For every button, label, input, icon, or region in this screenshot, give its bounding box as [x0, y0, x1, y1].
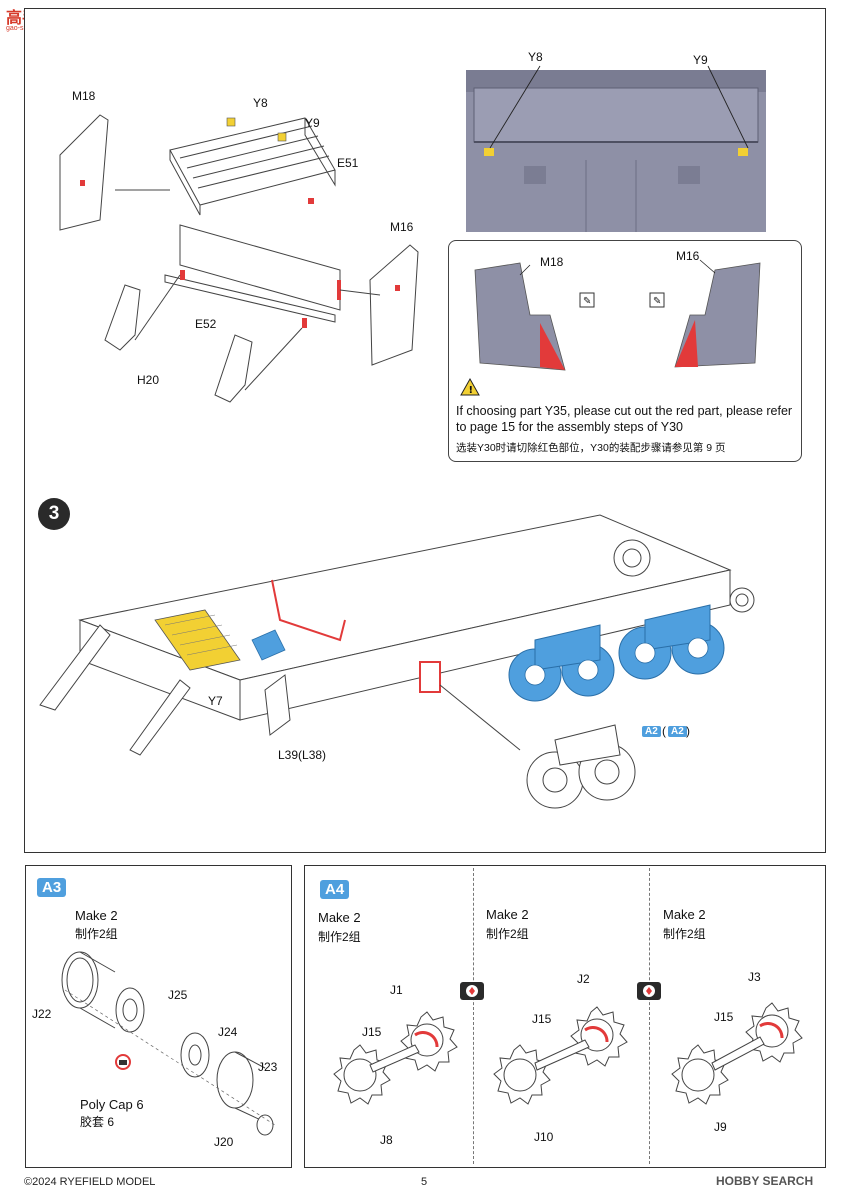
svg-text:✎: ✎ [583, 296, 591, 307]
label-j20: J20 [214, 1135, 234, 1149]
polycap-label-cn: 胶套 6 [80, 1115, 115, 1129]
alternative-icon [460, 982, 484, 1000]
footer-watermark: HOBBY SEARCH [716, 1174, 814, 1188]
warning-icon: ! [460, 377, 480, 396]
sprocket-drawing-3 [671, 1002, 803, 1105]
label-l39: L39(L38) [278, 748, 327, 762]
label-e52: E52 [195, 317, 217, 331]
footer-page-number: 5 [421, 1176, 428, 1188]
label-y9: Y9 [305, 116, 320, 130]
a4-col1-make-cn: 制作2组 [318, 930, 361, 944]
inset-render [466, 70, 766, 232]
svg-text:!: ! [469, 385, 474, 396]
a3-wheel-drawing [61, 951, 276, 1136]
red-mark [308, 198, 314, 204]
label-j2: J2 [577, 972, 590, 986]
label-j1: J1 [390, 983, 403, 997]
label-j15-1: J15 [362, 1025, 382, 1039]
label-j24: J24 [218, 1025, 238, 1039]
a4-col1-make-en: Make 2 [318, 910, 361, 925]
fender-assembly-drawing [59, 114, 419, 403]
paren-close: ) [686, 724, 690, 738]
red-mark [337, 280, 341, 300]
paren-open: ( [662, 724, 666, 738]
label-j22: J22 [32, 1007, 52, 1021]
label-e51: E51 [337, 156, 359, 170]
svg-text:✎: ✎ [653, 296, 661, 307]
label-y8: Y8 [253, 96, 268, 110]
label-j25: J25 [168, 988, 188, 1002]
label-j10: J10 [534, 1130, 554, 1144]
tag-a3: A3 [37, 878, 67, 897]
tag-a2-alt: A2 [668, 726, 687, 737]
a3-make-cn: 制作2组 [75, 927, 118, 941]
note-label-m16: M16 [676, 249, 700, 263]
sprocket-drawing-1 [333, 1011, 458, 1105]
a4-col2-make-en: Make 2 [486, 907, 529, 922]
note-text-chinese: 选装Y30时请切除红色部位，Y30的装配步骤请参见第 9 页 [456, 442, 726, 454]
tag-a2: A2 [642, 726, 661, 737]
tag-a4: A4 [320, 880, 350, 899]
polycap-label-en: Poly Cap 6 [80, 1097, 144, 1112]
step-number: 3 [38, 498, 70, 530]
sprocket-drawing-2 [493, 1006, 628, 1105]
inset-leader-lines [489, 65, 749, 149]
label-h20: H20 [137, 373, 160, 387]
label-j9: J9 [714, 1120, 727, 1134]
note-text-english: If choosing part Y35, please cut out the… [456, 404, 793, 434]
label-m18: M18 [72, 89, 96, 103]
inset-label-y9: Y9 [693, 53, 708, 67]
footer-copyright: ©2024 RYEFIELD MODEL [24, 1176, 156, 1188]
a3-make-en: Make 2 [75, 908, 118, 923]
red-mark [302, 318, 307, 328]
label-j15-3: J15 [714, 1010, 734, 1024]
panel-a3 [25, 865, 292, 1168]
label-j3: J3 [748, 970, 761, 984]
note-box-drawings: ✎ ✎ [474, 259, 761, 371]
label-j8: J8 [380, 1133, 393, 1147]
a4-col2-make-cn: 制作2组 [486, 927, 529, 941]
a4-col3-make-cn: 制作2组 [663, 927, 706, 941]
label-j15-2: J15 [532, 1012, 552, 1026]
panel-a4 [304, 865, 826, 1168]
note-label-m18: M18 [540, 255, 564, 269]
alternative-icon [637, 982, 661, 1000]
label-j23: J23 [258, 1060, 278, 1074]
inset-label-y8: Y8 [528, 50, 543, 64]
divider [473, 868, 474, 1164]
label-y7: Y7 [208, 694, 223, 708]
a4-col3-make-en: Make 2 [663, 907, 706, 922]
red-mark [180, 270, 185, 280]
divider [649, 868, 650, 1164]
label-m16: M16 [390, 220, 414, 234]
hull-assembly-drawing [39, 514, 755, 809]
